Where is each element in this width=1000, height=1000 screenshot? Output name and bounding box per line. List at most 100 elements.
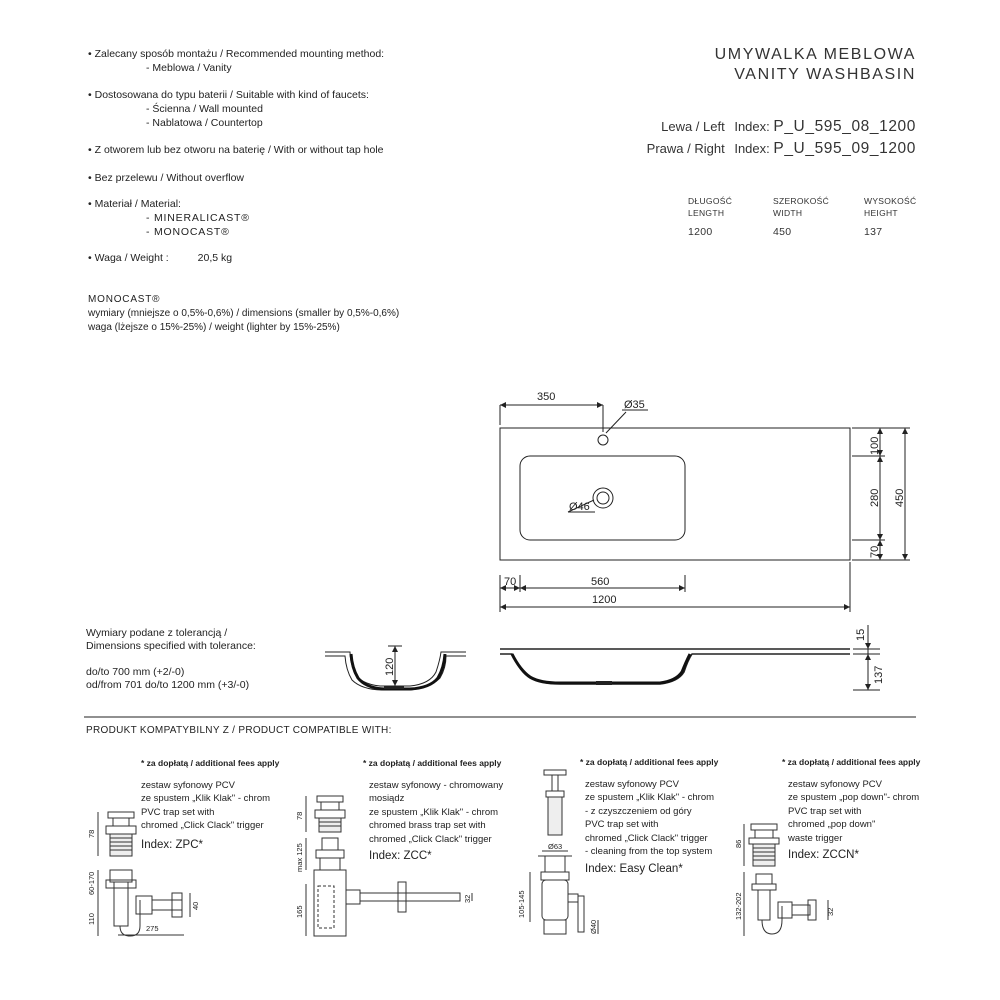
- mounting-value: - Meblowa / Vanity: [146, 62, 232, 74]
- zpc-dim: 40: [191, 902, 200, 910]
- spec-tap-hole: • Z otworem lub bez otworu na baterię / …: [88, 143, 468, 157]
- mounting-label: Zalecany sposób montażu / Recommended mo…: [94, 48, 385, 60]
- weight-value: 20,5 kg: [197, 252, 233, 264]
- zpc-dim: 110: [87, 913, 96, 925]
- product-line: - z czyszczeniem od góry: [585, 805, 692, 817]
- bullet: •: [88, 144, 92, 156]
- overflow-text: Bez przelewu / Without overflow: [94, 172, 245, 184]
- title-line: UMYWALKA MEBLOWA: [714, 46, 916, 63]
- easyclean-dim: Ø40: [589, 920, 598, 934]
- weight-label: Waga / Weight :: [94, 252, 169, 264]
- monocast-note: MONOCAST® wymiary (mniejsze o 0,5%-0,6%)…: [88, 293, 399, 335]
- product-zccn: * za dopłatą / additional fees apply zes…: [782, 756, 952, 863]
- dim-350: 350: [537, 391, 555, 403]
- bullet: •: [88, 172, 92, 184]
- tap-hole-text: Z otworem lub bez otworu na baterię / Wi…: [94, 144, 384, 156]
- tolerance-line: Wymiary podane z tolerancją /: [86, 627, 228, 639]
- product-zcc: * za dopłatą / additional fees apply zes…: [363, 757, 543, 864]
- monocast-title: MONOCAST®: [88, 294, 161, 305]
- dim-137: 137: [873, 666, 885, 684]
- index-block: Lewa / Left Index: P_U_595_08_1200 Prawa…: [647, 118, 916, 158]
- product-line: chromed „Click Clack" trigger: [369, 833, 492, 845]
- dim-value: 137: [864, 226, 883, 238]
- product-index: Index: ZCC*: [369, 850, 432, 862]
- monocast-line: wymiary (mniejsze o 0,5%-0,6%) / dimensi…: [88, 308, 400, 319]
- tolerance-line: Dimensions specified with tolerance:: [86, 640, 256, 652]
- spec-overflow: • Bez przelewu / Without overflow: [88, 171, 468, 185]
- faucets-label: Dostosowana do typu baterii / Suitable w…: [94, 89, 369, 101]
- dim-width: SZEROKOŚĆ WIDTH 450: [773, 195, 829, 238]
- fee-note: * za dopłatą / additional fees apply: [782, 757, 921, 767]
- dim-280: 280: [869, 489, 881, 507]
- spec-faucets: • Dostosowana do typu baterii / Suitable…: [88, 88, 468, 130]
- product-line: ze spustem „Klik Klak" - chrom: [369, 806, 499, 818]
- dim-100: 100: [869, 437, 881, 455]
- dim-label: WIDTH: [773, 208, 803, 218]
- spec-list: • Zalecany sposób montażu / Recommended …: [88, 47, 468, 265]
- product-line: waste trigger: [788, 832, 843, 844]
- dim-70r: 70: [869, 546, 881, 558]
- fee-note: * za dopłatą / additional fees apply: [580, 757, 719, 767]
- product-zpc: * za dopłatą / additional fees apply zes…: [141, 757, 321, 852]
- product-line: zestaw syfonowy PCV: [585, 778, 679, 790]
- faucet-value: - Nablatowa / Countertop: [146, 117, 263, 129]
- dim-value: 450: [773, 226, 792, 238]
- right-index: P_U_595_09_1200: [773, 140, 916, 157]
- product-sketch-zcc: [305, 795, 473, 937]
- spec-material: • Materiał / Material: - MINERALICAST® -…: [88, 197, 468, 239]
- spec-mounting: • Zalecany sposób montażu / Recommended …: [88, 47, 468, 75]
- compatible-header: PRODUKT KOMPATYBILNY Z / PRODUCT COMPATI…: [86, 725, 392, 736]
- product-line: PVC trap set with: [141, 806, 215, 818]
- left-index: P_U_595_08_1200: [773, 118, 916, 135]
- zccn-dim: 32: [826, 908, 835, 916]
- spec-weight: • Waga / Weight : 20,5 kg: [88, 251, 468, 265]
- product-line: mosiądz: [369, 793, 405, 804]
- bowl-outline-top: [519, 455, 686, 541]
- product-line: ze spustem „Klik Klak" - chrom: [141, 793, 271, 804]
- product-line: ze spustem „Klik Klak" - chrom: [585, 792, 715, 803]
- material-value: - MONOCAST®: [146, 226, 230, 238]
- dim-label: WYSOKOŚĆ: [864, 196, 917, 206]
- monocast-line: waga (lżejsze o 15%-25%) / weight (light…: [88, 322, 340, 333]
- small-drain: [384, 686, 404, 689]
- left-label: Lewa / Left: [661, 119, 725, 134]
- title-line: VANITY WASHBASIN: [734, 66, 916, 83]
- product-line: zestaw syfonowy PCV: [788, 778, 882, 790]
- tolerance-line: do/to 700 mm (+2/-0): [86, 666, 185, 678]
- product-index: Index: ZPC*: [141, 838, 203, 851]
- tolerance-line: od/from 701 do/to 1200 mm (+3/-0): [86, 679, 250, 691]
- product-easy-clean: * za dopłatą / additional fees apply zes…: [580, 756, 770, 876]
- bullet: •: [88, 89, 92, 101]
- product-line: ze spustem „pop down"- chrom: [788, 792, 920, 803]
- bullet: •: [88, 48, 92, 60]
- easyclean-dim: 105-145: [517, 890, 526, 918]
- dim-label: HEIGHT: [864, 208, 898, 218]
- dim-height: WYSOKOŚĆ HEIGHT 137: [864, 195, 916, 238]
- product-line: chromed „pop down": [788, 819, 876, 830]
- tap-hole: [597, 434, 609, 446]
- zcc-dim: max 125: [295, 843, 304, 872]
- product-line: - cleaning from the top system: [585, 846, 713, 857]
- dim-70b: 70: [504, 576, 516, 588]
- zpc-dim: 78: [87, 830, 96, 838]
- product-line: chromed „Click Clack" trigger: [585, 832, 708, 844]
- dim-d46: Ø46: [569, 501, 590, 513]
- product-index: Index: Easy Clean*: [585, 862, 683, 875]
- tolerance-note: Wymiary podane z tolerancją / Dimensions…: [86, 627, 256, 692]
- large-drain: [596, 681, 612, 685]
- zcc-dim: 32: [463, 895, 472, 903]
- material-label: Materiał / Material:: [94, 198, 181, 210]
- product-line: chromed brass trap set with: [369, 820, 486, 831]
- dim-length: DŁUGOŚĆ LENGTH 1200: [688, 195, 732, 238]
- dim-15: 15: [855, 629, 867, 641]
- dim-d35: Ø35: [624, 399, 645, 411]
- zccn-dim: 86: [734, 840, 743, 848]
- dim-1200: 1200: [592, 594, 616, 606]
- index-label: Index:: [734, 141, 770, 156]
- drain-inner: [596, 491, 610, 505]
- dim-120: 120: [384, 658, 396, 676]
- product-line: PVC trap set with: [788, 805, 862, 817]
- zccn-dim: 132-202: [734, 892, 743, 920]
- bullet: •: [88, 252, 92, 264]
